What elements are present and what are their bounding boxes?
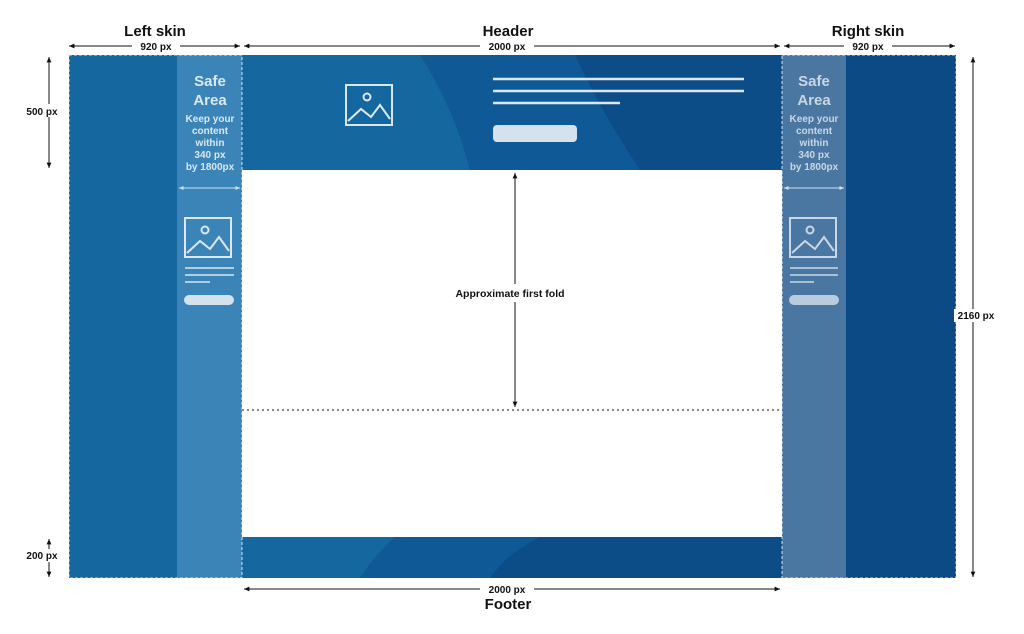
left-safe-title-2: Area [193,92,227,109]
first-fold-label: Approximate first fold [455,288,564,300]
left-cta-button [184,295,234,305]
right-skin-title: Right skin [832,23,905,40]
left-width-label: 920 px [140,42,172,53]
left-skin-title: Left skin [124,23,186,40]
footer-title: Footer [485,596,532,613]
image-placeholder-icon [184,217,232,258]
left-safe-area [177,55,242,578]
left-safe-body: content [192,126,229,137]
right-safe-body: 340 px [798,150,830,161]
right-safe-area [782,55,846,578]
content-area [242,170,782,537]
footer-height-label: 200 px [26,551,58,562]
footer-width-label: 2000 px [489,585,526,596]
first-fold-label-bg [444,284,586,302]
left-skin-outline [68,54,243,579]
right-safe-body: Keep your [790,114,839,125]
header-banner [242,55,782,170]
left-safe-body: by 1800px [186,162,235,173]
header-width-label: 2000 px [489,42,526,53]
total-height-label: 2160 px [958,311,995,322]
right-safe-title-1: Safe [798,73,830,90]
right-width-label: 920 px [852,42,884,53]
header-title: Header [483,23,534,40]
header-cta-button [493,125,577,142]
right-skin-outer [846,55,956,578]
footer-banner [242,537,782,578]
right-safe-body: content [796,126,833,137]
left-safe-body: within [195,138,225,149]
header-height-label: 500 px [26,107,58,118]
left-skin-outer [69,55,177,578]
right-safe-title-2: Area [797,92,831,109]
left-safe-body: Keep your [186,114,235,125]
right-cta-button [789,295,839,305]
image-placeholder-icon [345,84,393,126]
image-placeholder-icon [789,217,837,258]
right-safe-body: by 1800px [790,162,839,173]
left-safe-title-1: Safe [194,73,226,90]
left-safe-body: 340 px [194,150,226,161]
right-safe-body: within [799,138,829,149]
